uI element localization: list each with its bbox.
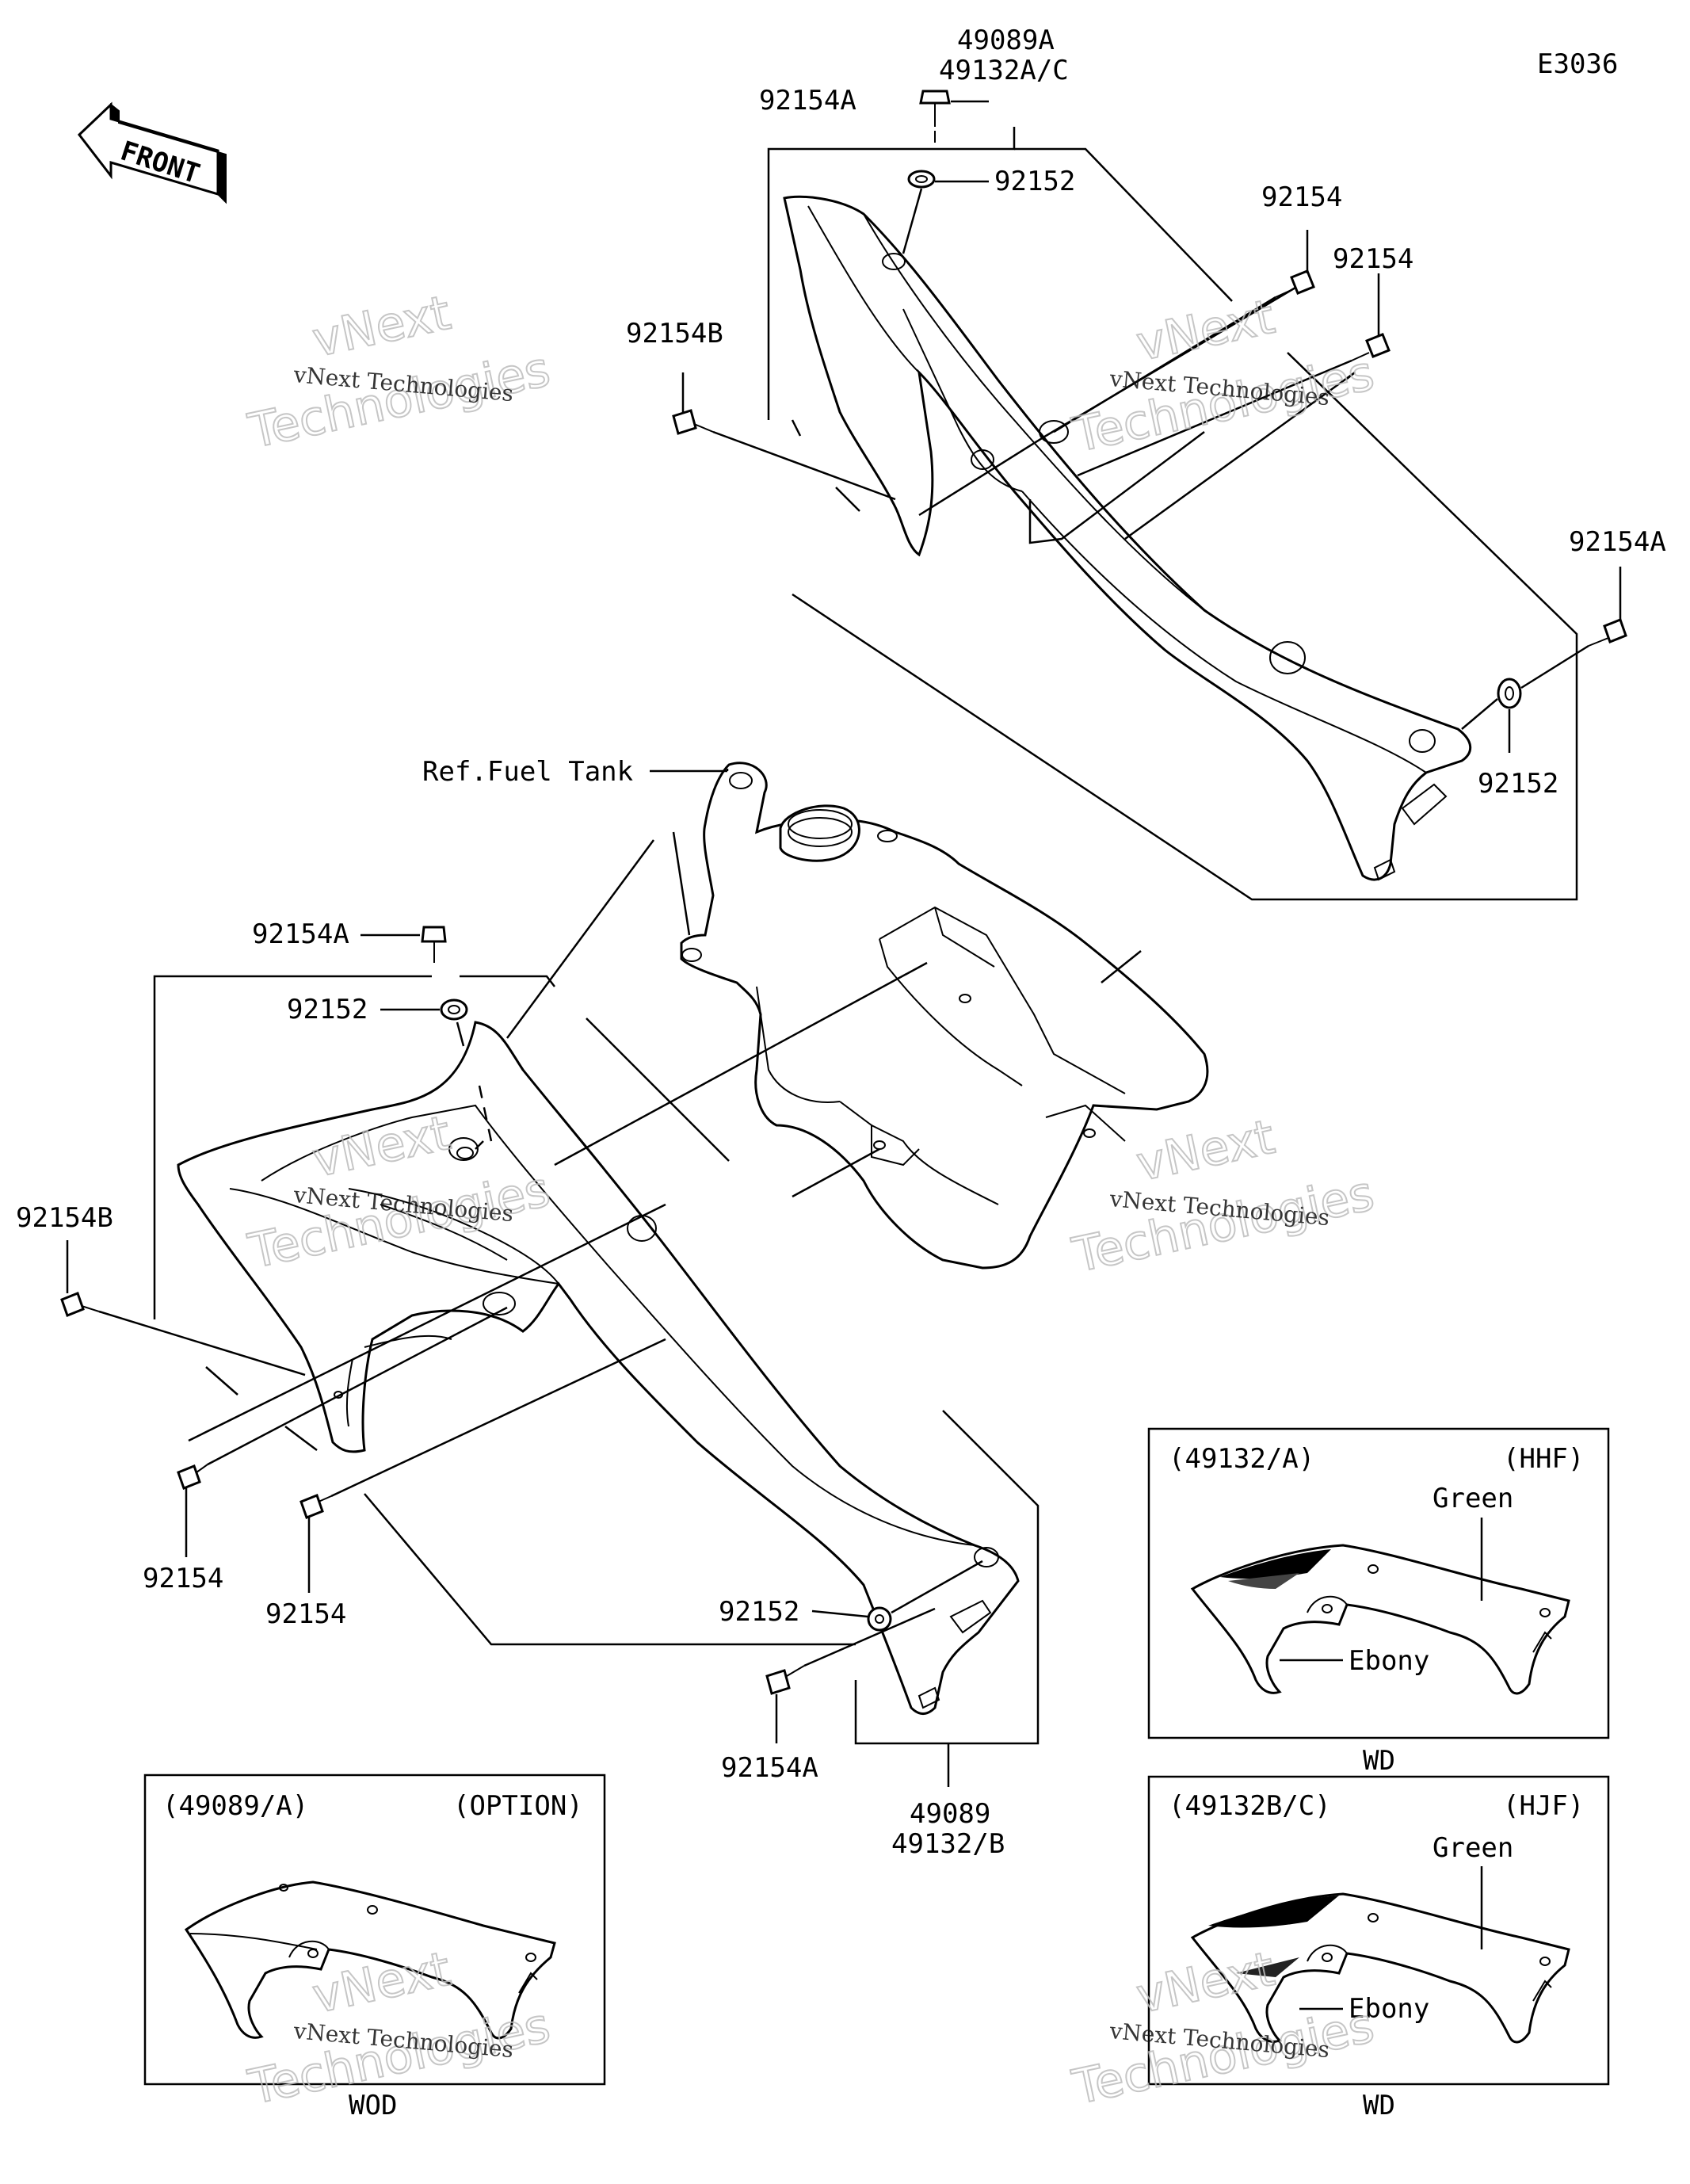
inset-option-code: (OPTION) [453, 1790, 583, 1822]
inset-hjf-color1: Green [1432, 1832, 1513, 1864]
bolt-icon [1275, 269, 1315, 298]
bolt-icon [299, 1494, 332, 1519]
label-top-bolt-b: 92154B [626, 318, 723, 349]
label-top-assembly-b: 49132A/C [939, 55, 1069, 86]
washer-icon [1497, 678, 1522, 709]
label-bottom-washer: 92152 [719, 1596, 799, 1628]
inset-option-caption: WOD [349, 2090, 397, 2121]
label-top-assembly-a: 49089A [957, 25, 1055, 56]
label-left-bolt-2: 92154 [265, 1598, 346, 1630]
inset-hhf-code: (HHF) [1503, 1443, 1584, 1475]
bolt-icon [421, 926, 447, 963]
front-arrow-icon: FRONT [77, 101, 227, 204]
label-bottom-bolt-a: 92154A [721, 1752, 818, 1784]
svg-text:vNext: vNext [1132, 289, 1280, 372]
label-bottom-assembly-a: 49089 [910, 1798, 990, 1830]
inset-hjf-color2: Ebony [1349, 1993, 1429, 2025]
label-right-bolt-a: 92154A [1569, 526, 1666, 558]
svg-text:vNext: vNext [1132, 1109, 1280, 1193]
svg-text:Technologies: Technologies [1068, 1166, 1379, 1284]
inset-hhf-color2: Ebony [1349, 1645, 1429, 1677]
label-left-bolt-a: 92154A [252, 918, 349, 950]
label-left-bolt-b: 92154B [16, 1202, 113, 1234]
bolt-icon [765, 1665, 805, 1695]
inset-box-hjf [1147, 1775, 1610, 2086]
left-shroud-part [177, 1021, 1020, 1715]
washer-icon [440, 998, 468, 1021]
inset-hjf-caption: WD [1363, 2090, 1395, 2121]
fuel-tank-part [680, 762, 1209, 1270]
label-top-bolt-2: 92154 [1333, 243, 1413, 275]
label-top-washer: 92152 [994, 166, 1075, 197]
svg-text:Technologies: Technologies [1068, 346, 1379, 464]
label-top-bolt-a: 92154A [759, 85, 856, 116]
washer-icon [867, 1606, 892, 1632]
inset-box-option [143, 1774, 606, 2086]
inset-option-part: (49089/A) [162, 1790, 308, 1822]
svg-text:vNext: vNext [308, 285, 456, 368]
washer-icon [907, 170, 936, 189]
label-right-washer: 92152 [1478, 768, 1558, 800]
label-fuel-tank-ref: Ref.Fuel Tank [422, 756, 633, 788]
bolt-icon [672, 409, 714, 435]
bolt-icon [1588, 618, 1627, 647]
inset-hjf-code: (HJF) [1503, 1790, 1584, 1822]
diagram-code: E3036 [1537, 48, 1618, 80]
inset-box-hhf [1147, 1427, 1610, 1739]
label-left-washer: 92152 [287, 994, 368, 1025]
bolt-icon [1351, 333, 1391, 361]
inset-hhf-caption: WD [1363, 1745, 1395, 1777]
inset-hhf-part: (49132/A) [1169, 1443, 1314, 1475]
label-bottom-assembly-b: 49132/B [891, 1828, 1005, 1860]
bolt-icon [60, 1292, 100, 1317]
watermark: vNext Technologies vNext Technologies [243, 284, 556, 460]
inset-hjf-part: (49132B/C) [1169, 1790, 1331, 1822]
inset-hhf-color1: Green [1432, 1483, 1513, 1514]
bolt-icon [177, 1464, 208, 1490]
bolt-icon [919, 90, 951, 127]
watermark: vNext Technologies vNext Technologies [1067, 1109, 1380, 1285]
label-left-bolt-1: 92154 [143, 1563, 223, 1594]
label-top-bolt-1: 92154 [1261, 181, 1342, 213]
watermark: vNext Technologies vNext Technologies [1067, 288, 1380, 464]
